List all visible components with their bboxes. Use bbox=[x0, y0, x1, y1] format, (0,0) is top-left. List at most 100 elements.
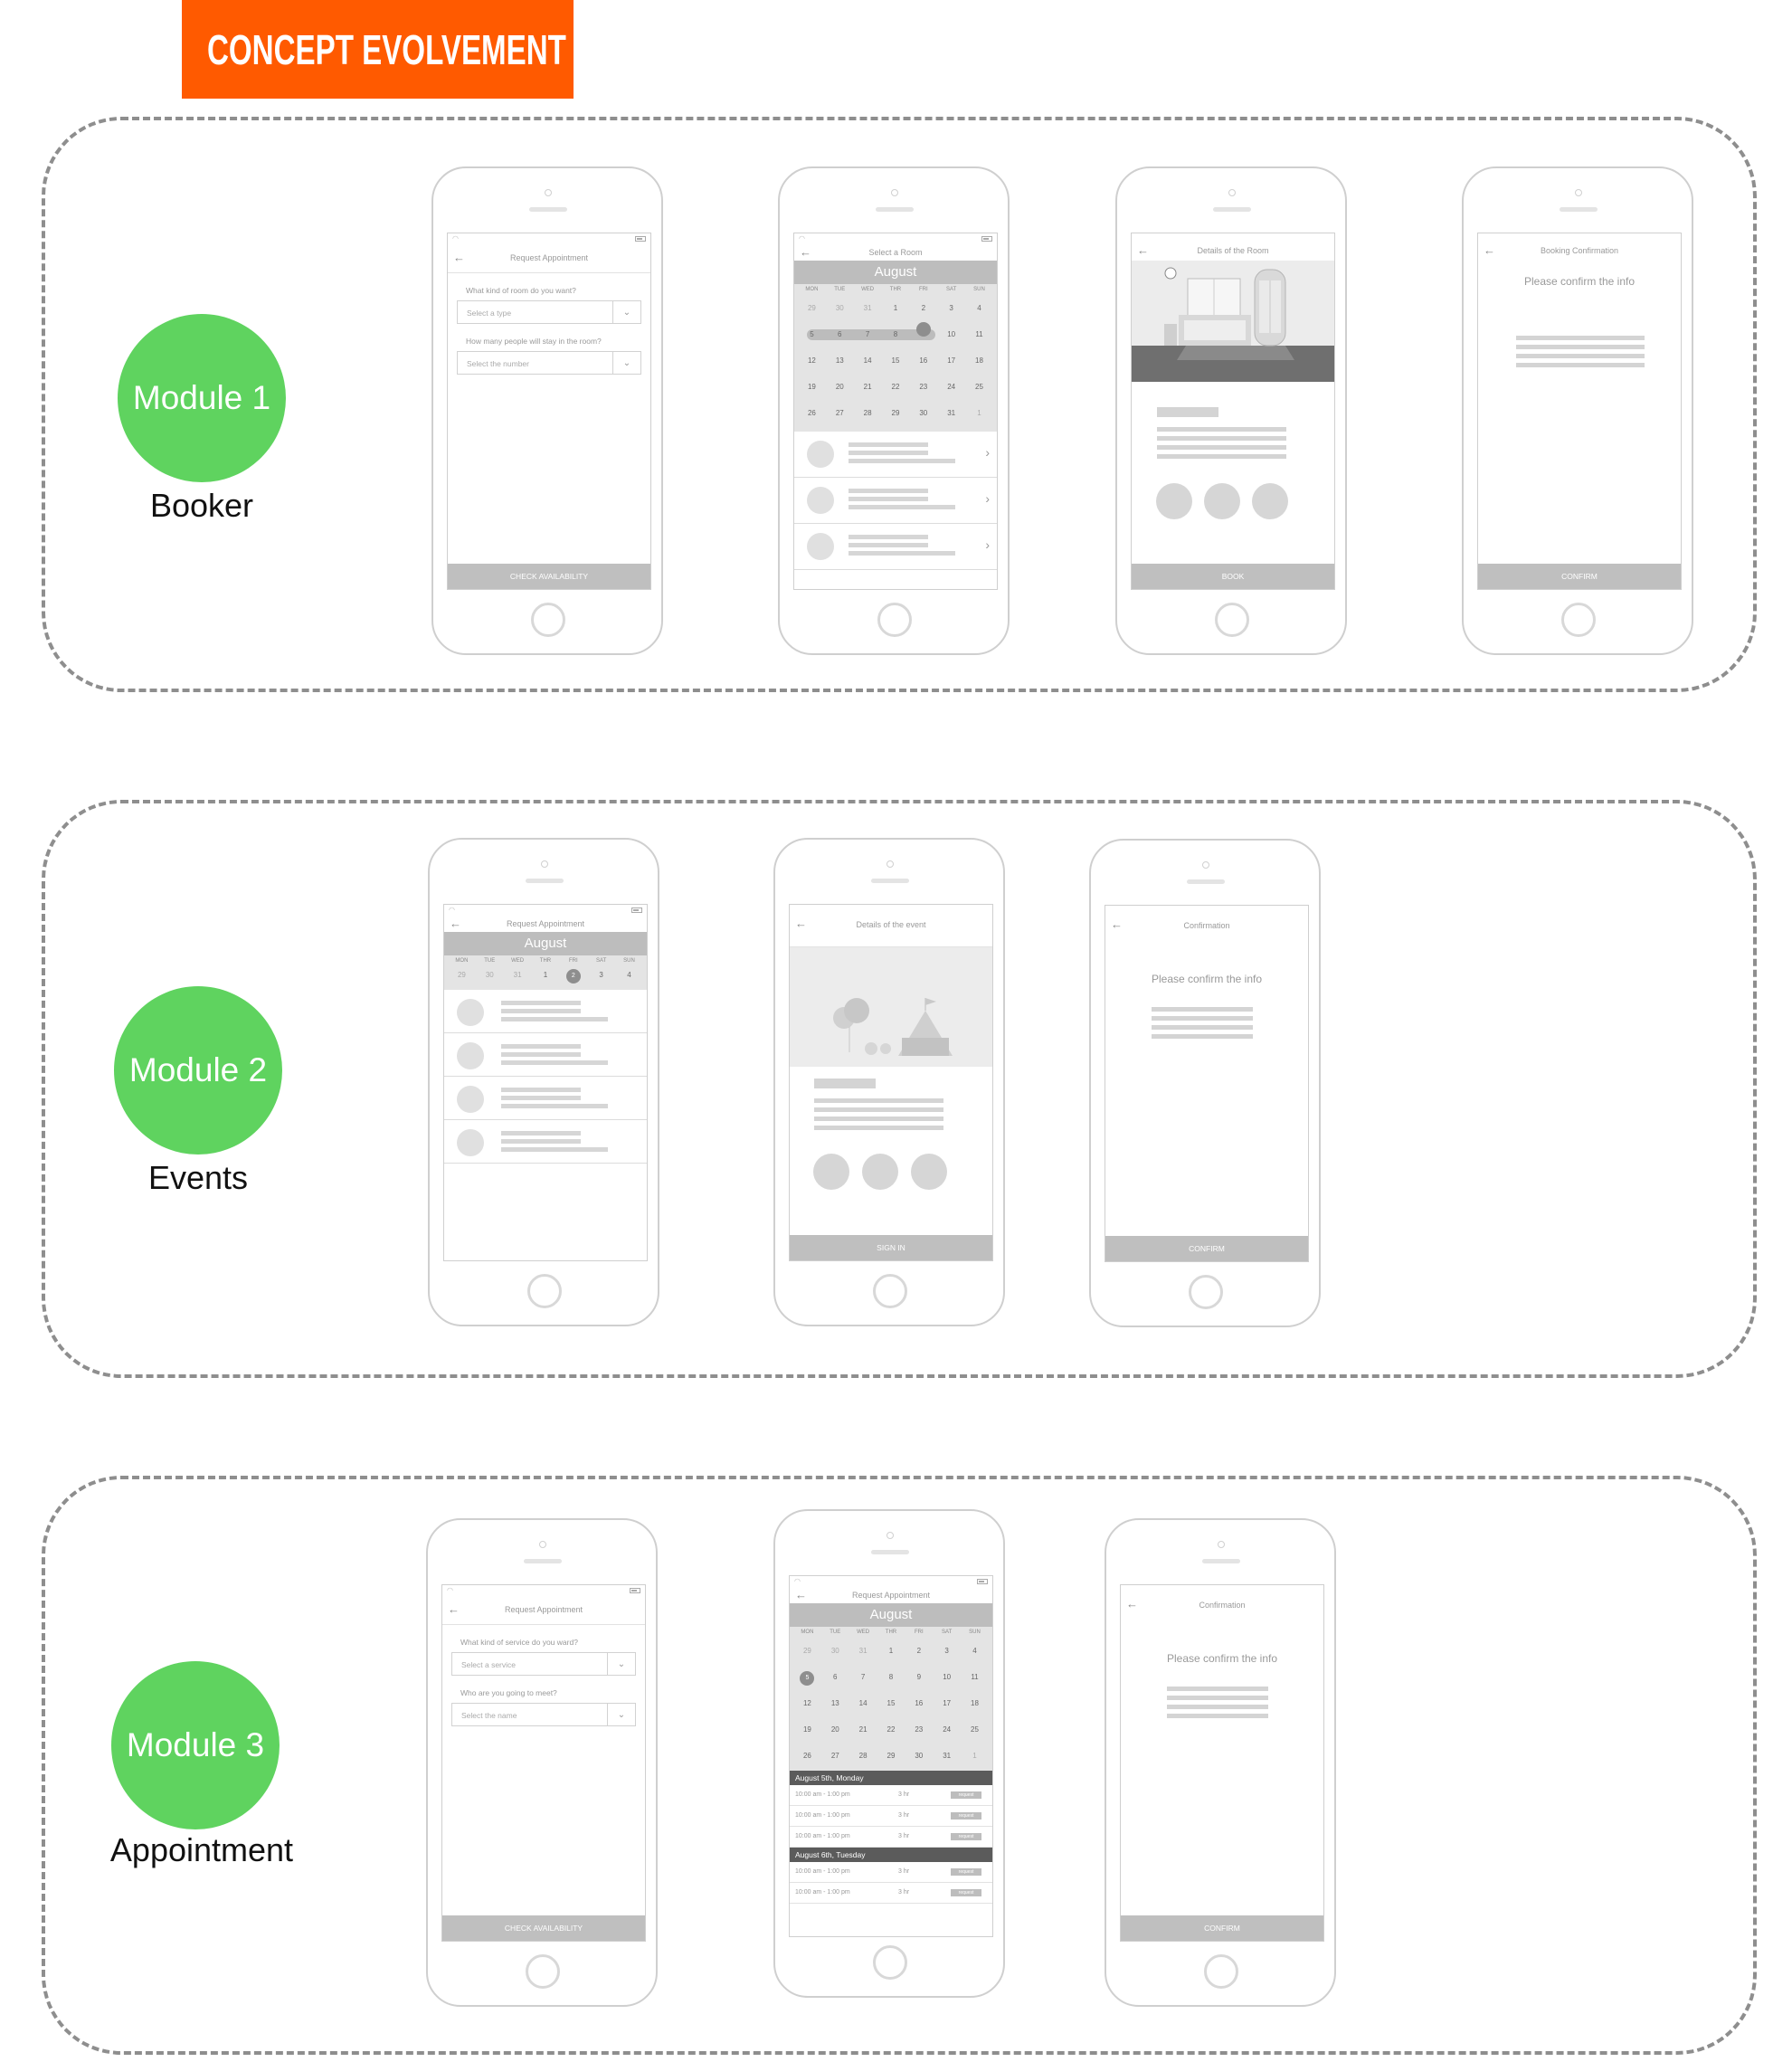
person-select[interactable]: Select the name ⌄ bbox=[451, 1703, 636, 1726]
calendar-day[interactable]: 26 bbox=[807, 409, 816, 417]
confirm-button[interactable]: CONFIRM bbox=[1121, 1915, 1323, 1941]
arrow-left-icon[interactable]: ← bbox=[450, 917, 461, 930]
home-button[interactable] bbox=[873, 1274, 907, 1308]
home-button[interactable] bbox=[531, 603, 565, 637]
calendar-day[interactable]: 30 bbox=[830, 1647, 839, 1655]
calendar-day[interactable]: 23 bbox=[919, 383, 928, 391]
calendar-day[interactable]: 23 bbox=[915, 1725, 924, 1734]
calendar-day[interactable]: 1 bbox=[893, 304, 898, 312]
calendar-day[interactable]: 30 bbox=[835, 304, 844, 312]
room-type-select[interactable]: Select a type ⌄ bbox=[457, 300, 641, 324]
calendar-day[interactable]: 20 bbox=[830, 1725, 839, 1734]
calendar-day[interactable]: 1 bbox=[888, 1647, 894, 1655]
calendar-day[interactable]: 18 bbox=[975, 356, 983, 365]
calendar-day[interactable]: 26 bbox=[802, 1752, 811, 1760]
list-item[interactable] bbox=[444, 990, 647, 1033]
calendar-day[interactable]: 28 bbox=[858, 1752, 868, 1760]
confirm-button[interactable]: CONFIRM bbox=[1478, 564, 1681, 589]
arrow-left-icon[interactable]: ← bbox=[800, 245, 811, 259]
list-item[interactable]: › bbox=[794, 432, 997, 478]
list-item[interactable]: › bbox=[794, 524, 997, 570]
arrow-left-icon[interactable]: ← bbox=[795, 1588, 807, 1601]
calendar-day[interactable]: 14 bbox=[863, 356, 872, 365]
calendar-day[interactable]: 19 bbox=[802, 1725, 811, 1734]
calendar-day[interactable]: 6 bbox=[838, 330, 842, 338]
calendar-day[interactable]: 27 bbox=[835, 409, 844, 417]
request-button[interactable]: request bbox=[951, 1868, 981, 1876]
list-item[interactable]: › bbox=[794, 478, 997, 524]
calendar-day[interactable]: 7 bbox=[860, 1673, 866, 1681]
calendar-day[interactable]: 12 bbox=[802, 1699, 811, 1707]
calendar-day[interactable]: 11 bbox=[975, 330, 983, 338]
home-button[interactable] bbox=[1561, 603, 1596, 637]
book-button[interactable]: BOOK bbox=[1132, 564, 1334, 589]
calendar-day[interactable]: 20 bbox=[835, 383, 844, 391]
calendar-day[interactable]: 16 bbox=[915, 1699, 924, 1707]
chevron-down-icon[interactable]: ⌄ bbox=[612, 301, 640, 323]
home-button[interactable] bbox=[526, 1954, 560, 1989]
request-button[interactable]: request bbox=[951, 1812, 981, 1820]
request-button[interactable]: request bbox=[951, 1791, 981, 1799]
calendar-day[interactable]: 10 bbox=[943, 1673, 952, 1681]
calendar-day[interactable]: 31 bbox=[863, 304, 872, 312]
people-count-select[interactable]: Select the number ⌄ bbox=[457, 351, 641, 375]
calendar-day[interactable]: 30 bbox=[919, 409, 928, 417]
arrow-left-icon[interactable]: ← bbox=[795, 917, 807, 930]
arrow-left-icon[interactable]: ← bbox=[448, 1602, 460, 1616]
calendar-day[interactable]: 15 bbox=[887, 1699, 896, 1707]
calendar-day[interactable]: 4 bbox=[627, 971, 631, 979]
calendar-day[interactable]: 29 bbox=[887, 1752, 896, 1760]
calendar-day[interactable]: 13 bbox=[835, 356, 844, 365]
calendar-day[interactable]: 1 bbox=[972, 1752, 977, 1760]
home-button[interactable] bbox=[527, 1274, 562, 1308]
calendar-day[interactable]: 22 bbox=[891, 383, 900, 391]
calendar-day[interactable]: 3 bbox=[949, 304, 953, 312]
calendar-day[interactable]: 24 bbox=[943, 1725, 952, 1734]
calendar-day[interactable]: 2 bbox=[921, 304, 926, 312]
calendar-day[interactable]: 30 bbox=[915, 1752, 924, 1760]
calendar-day[interactable]: 31 bbox=[513, 971, 522, 979]
list-item[interactable] bbox=[444, 1120, 647, 1164]
calendar-day[interactable]: 1 bbox=[977, 409, 981, 417]
calendar-day[interactable]: 3 bbox=[944, 1647, 949, 1655]
calendar-day[interactable]: 10 bbox=[947, 330, 956, 338]
chevron-down-icon[interactable]: ⌄ bbox=[612, 352, 640, 374]
arrow-left-icon[interactable]: ← bbox=[1126, 1597, 1138, 1611]
check-availability-button[interactable]: CHECK AVAILABILITY bbox=[448, 564, 650, 589]
calendar-day[interactable]: 8 bbox=[888, 1673, 894, 1681]
calendar-day[interactable]: 2 bbox=[916, 1647, 922, 1655]
home-button[interactable] bbox=[1215, 603, 1249, 637]
calendar-day[interactable]: 21 bbox=[858, 1725, 868, 1734]
calendar-day[interactable]: 5 bbox=[810, 330, 814, 338]
calendar-day[interactable]: 18 bbox=[971, 1699, 979, 1707]
list-item[interactable] bbox=[444, 1077, 647, 1120]
calendar-day[interactable]: 29 bbox=[891, 409, 900, 417]
calendar-day[interactable]: 3 bbox=[599, 971, 603, 979]
calendar-day[interactable]: 4 bbox=[972, 1647, 977, 1655]
home-button[interactable] bbox=[873, 1945, 907, 1980]
list-item[interactable] bbox=[444, 1033, 647, 1077]
home-button[interactable] bbox=[877, 603, 912, 637]
calendar-day[interactable]: 31 bbox=[947, 409, 956, 417]
request-button[interactable]: request bbox=[951, 1833, 981, 1840]
calendar-day[interactable]: 17 bbox=[947, 356, 956, 365]
calendar-day[interactable]: 29 bbox=[807, 304, 816, 312]
home-button[interactable] bbox=[1204, 1954, 1238, 1989]
calendar-day[interactable]: 27 bbox=[830, 1752, 839, 1760]
arrow-left-icon[interactable]: ← bbox=[1137, 243, 1149, 257]
chevron-down-icon[interactable]: ⌄ bbox=[607, 1704, 635, 1725]
calendar-day[interactable]: 29 bbox=[802, 1647, 811, 1655]
calendar-day[interactable]: 7 bbox=[865, 330, 870, 338]
calendar-day[interactable]: 21 bbox=[863, 383, 872, 391]
check-availability-button[interactable]: CHECK AVAILABILITY bbox=[442, 1915, 645, 1941]
request-button[interactable]: request bbox=[951, 1889, 981, 1896]
calendar-day[interactable]: 31 bbox=[943, 1752, 952, 1760]
service-type-select[interactable]: Select a service ⌄ bbox=[451, 1652, 636, 1676]
calendar-day[interactable]: 28 bbox=[863, 409, 872, 417]
chevron-down-icon[interactable]: ⌄ bbox=[607, 1653, 635, 1675]
calendar-day[interactable]: 13 bbox=[830, 1699, 839, 1707]
calendar-day[interactable]: 8 bbox=[893, 330, 898, 338]
calendar-day[interactable]: 29 bbox=[457, 971, 466, 979]
calendar-day[interactable]: 24 bbox=[947, 383, 956, 391]
calendar-day-selected[interactable]: 5 bbox=[796, 1664, 818, 1690]
